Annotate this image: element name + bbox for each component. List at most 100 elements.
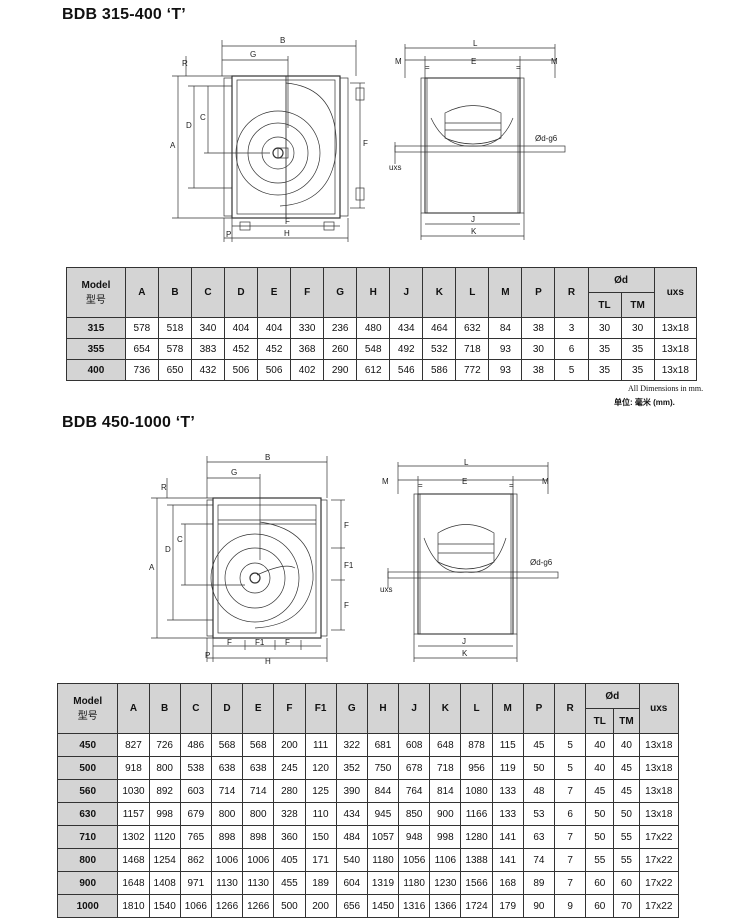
value-cell: 726 [148, 733, 181, 757]
value-cell: 1319 [366, 871, 400, 895]
model-cell: 450 [56, 733, 119, 757]
value-cell: 38 [521, 317, 556, 339]
dim2-label-H: H [265, 657, 271, 666]
header-K: K [422, 267, 457, 318]
value-cell: 35 [587, 338, 622, 360]
value-cell: 368 [290, 338, 325, 360]
dim-label-H: H [284, 229, 290, 238]
model-cell: 900 [56, 871, 119, 895]
value-cell: 452 [223, 338, 259, 360]
value-cell: 578 [157, 338, 192, 360]
value-cell: 1066 [179, 894, 212, 918]
value-cell: 13x18 [638, 802, 680, 826]
value-cell: 432 [190, 359, 226, 381]
value-cell: 532 [422, 338, 457, 360]
dim2-label-M-left: M [382, 477, 389, 486]
value-cell: 1180 [366, 848, 400, 872]
value-cell: 1648 [117, 871, 150, 895]
dim2-label-eq-left: = [418, 481, 423, 490]
header-H: H [356, 267, 391, 318]
value-cell: 486 [179, 733, 212, 757]
value-cell: 506 [223, 359, 259, 381]
header-model-en: Model [81, 279, 111, 291]
dim2-label-L: L [464, 458, 469, 467]
value-cell: 898 [210, 825, 244, 849]
value-cell: 141 [491, 848, 524, 872]
value-cell: 638 [242, 756, 275, 780]
value-cell: 1724 [460, 894, 493, 918]
value-cell: 1254 [148, 848, 181, 872]
value-cell: 6 [553, 802, 587, 826]
value-cell: 850 [398, 802, 431, 826]
value-cell: 200 [273, 733, 306, 757]
dim-label-eq-left: = [425, 63, 430, 72]
value-cell: 1468 [117, 848, 150, 872]
dim2-label-F-right-top: F [344, 521, 349, 530]
dim-label-M-left: M [395, 57, 402, 66]
value-cell: 568 [210, 733, 244, 757]
dim-label-L: L [473, 39, 478, 48]
value-cell: 650 [157, 359, 192, 381]
value-cell: 464 [422, 317, 457, 339]
value-cell: 1540 [148, 894, 181, 918]
dim2-label-G: G [231, 468, 237, 477]
value-cell: 1130 [210, 871, 244, 895]
dim2-label-F-bottom-left: F [227, 638, 232, 647]
value-cell: 17x22 [638, 825, 680, 849]
value-cell: 30 [587, 317, 622, 339]
value-cell: 48 [522, 779, 556, 803]
dim2-label-P: P [205, 651, 210, 660]
value-cell: 70 [613, 894, 640, 918]
value-cell: 260 [323, 338, 358, 360]
value-cell: 89 [522, 871, 556, 895]
value-cell: 60 [613, 871, 640, 895]
model-cell: 560 [56, 779, 119, 803]
model-cell: 315 [66, 317, 126, 339]
header-uxs: uxs [653, 267, 698, 318]
value-cell: 750 [366, 756, 400, 780]
dim2-label-J: J [462, 637, 466, 646]
value-cell: 390 [335, 779, 368, 803]
side-view-drawing-1: L E M M = = Ød-g6 uxs J K [385, 38, 575, 243]
dim2-label-C: C [177, 535, 183, 544]
value-cell: 998 [429, 825, 462, 849]
value-cell: 340 [190, 317, 226, 339]
header2-J: J [398, 683, 431, 734]
value-cell: 608 [398, 733, 431, 757]
value-cell: 13x18 [638, 756, 680, 780]
value-cell: 1316 [398, 894, 431, 918]
value-cell: 764 [398, 779, 431, 803]
dim-label-P: P [226, 230, 231, 239]
dim2-label-A: A [149, 563, 155, 572]
value-cell: 500 [273, 894, 306, 918]
value-cell: 844 [366, 779, 400, 803]
value-cell: 434 [389, 317, 424, 339]
value-cell: 1006 [210, 848, 244, 872]
value-cell: 1408 [148, 871, 181, 895]
value-cell: 1180 [398, 871, 431, 895]
value-cell: 1080 [460, 779, 493, 803]
value-cell: 35 [587, 359, 622, 381]
dim-label-M-right: M [551, 57, 558, 66]
value-cell: 772 [455, 359, 490, 381]
value-cell: 133 [491, 779, 524, 803]
header2-H: H [366, 683, 400, 734]
value-cell: 800 [148, 756, 181, 780]
value-cell: 1266 [242, 894, 275, 918]
value-cell: 612 [356, 359, 391, 381]
header2-model: Model 型号 [56, 683, 119, 734]
value-cell: 125 [304, 779, 337, 803]
value-cell: 484 [335, 825, 368, 849]
value-cell: 45 [613, 779, 640, 803]
dim2-label-M-right: M [542, 477, 549, 486]
dim2-label-F-bottom-right: F [285, 638, 290, 647]
value-cell: 1106 [429, 848, 462, 872]
value-cell: 827 [117, 733, 150, 757]
value-cell: 352 [335, 756, 368, 780]
value-cell: 1006 [242, 848, 275, 872]
value-cell: 402 [290, 359, 325, 381]
value-cell: 604 [335, 871, 368, 895]
